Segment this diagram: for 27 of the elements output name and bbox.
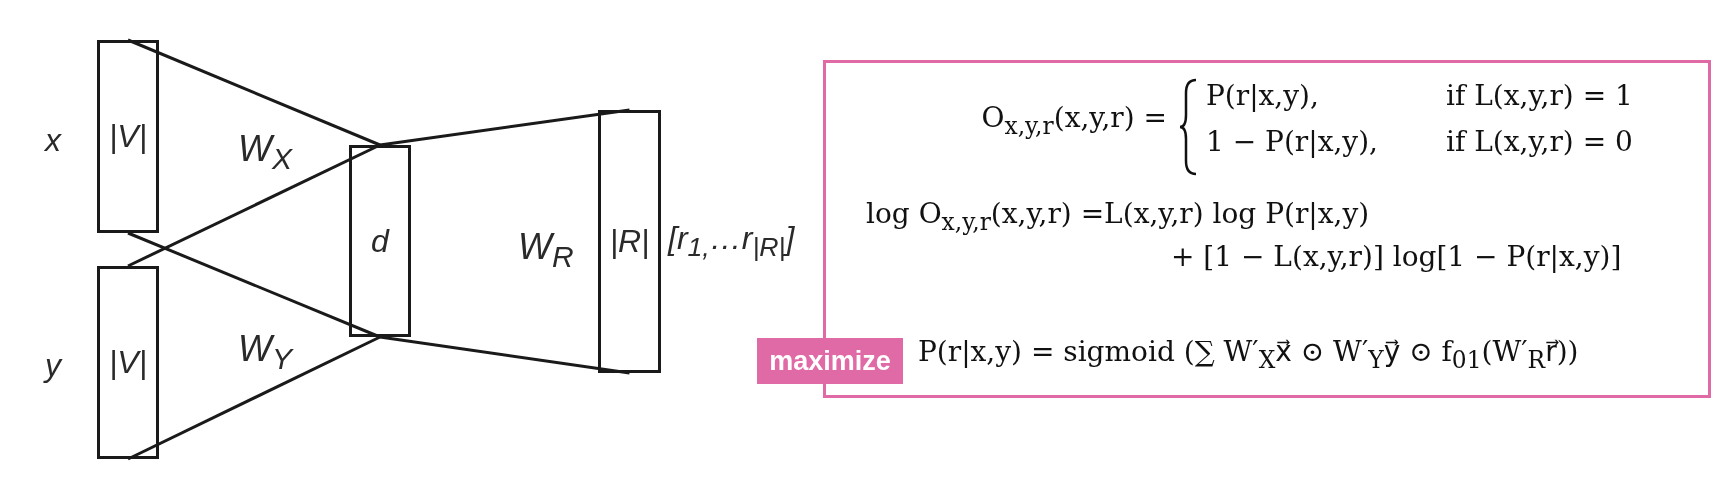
input-label: y: [45, 347, 61, 384]
weight-matrix-label: W$_{R}$: [518, 226, 574, 275]
equation: P(r|x,y) = sigmoid (∑ W′$_{X}$x⃗ ⊙ W′$_{Y}$y⃗ ⊙ f$_{01}$(W′$_{R}$r⃗)): [918, 335, 1579, 374]
weight-matrix-label: W$_{Y}$: [238, 328, 292, 377]
equation: if L(x,y,r) = 0: [1446, 125, 1633, 158]
equation: O$_{x,y,r}$(x,y,r) =: [981, 101, 1167, 140]
equation: P(r|x,y),: [1206, 79, 1319, 112]
layer-size-label: |V|: [109, 344, 147, 381]
connector-line: [379, 335, 630, 375]
connector-line: [379, 108, 630, 147]
output-vector-label: [r$_{1,}$…r$_{|R|}$]: [668, 220, 795, 264]
equation: log O$_{x,y,r}$(x,y,r) =L(x,y,r) log P(r|x,y) + [1 − L(x,y,r)] log[1 − P(r|x,y)]: [866, 196, 1622, 276]
layer-size-label: d: [371, 222, 389, 260]
weight-matrix-label: W$_{X}$: [238, 128, 292, 177]
connector-line: [127, 38, 381, 147]
layer-box: [349, 145, 411, 337]
connector-line: [127, 335, 381, 461]
layer-box: [598, 110, 661, 373]
layer-size-label: |V|: [109, 118, 147, 155]
objective-tag: maximize: [757, 338, 903, 384]
equation: if L(x,y,r) = 1: [1446, 79, 1633, 112]
layer-size-label: |R|: [609, 223, 650, 260]
equation: 1 − P(r|x,y),: [1206, 125, 1378, 158]
layer-box: [97, 266, 159, 459]
connector-line: [127, 143, 381, 268]
layer-box: [97, 40, 159, 233]
input-label: x: [45, 122, 61, 159]
